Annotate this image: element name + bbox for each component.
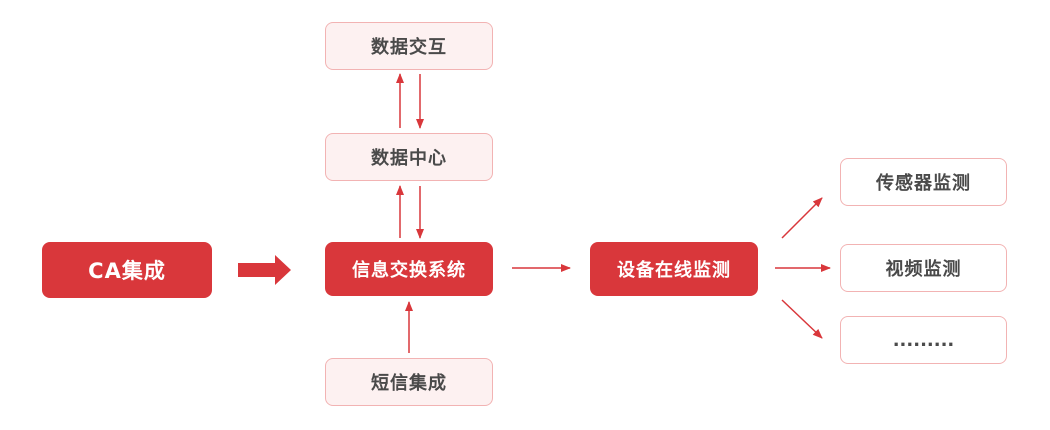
block-arrow xyxy=(238,255,291,285)
arrow-to-sensor xyxy=(781,197,823,239)
node-data-interaction: 数据交互 xyxy=(325,22,493,70)
node-video-monitoring: 视频监测 xyxy=(840,244,1007,292)
node-device-online-monitoring: 设备在线监测 xyxy=(590,242,758,296)
node-ca-integration: CA集成 xyxy=(42,242,212,298)
node-info-exchange-system: 信息交换系统 xyxy=(325,242,493,296)
arrow-to-more xyxy=(781,299,823,339)
node-data-center: 数据中心 xyxy=(325,133,493,181)
node-sms-integration: 短信集成 xyxy=(325,358,493,406)
node-sensor-monitoring: 传感器监测 xyxy=(840,158,1007,206)
node-more: ......... xyxy=(840,316,1007,364)
